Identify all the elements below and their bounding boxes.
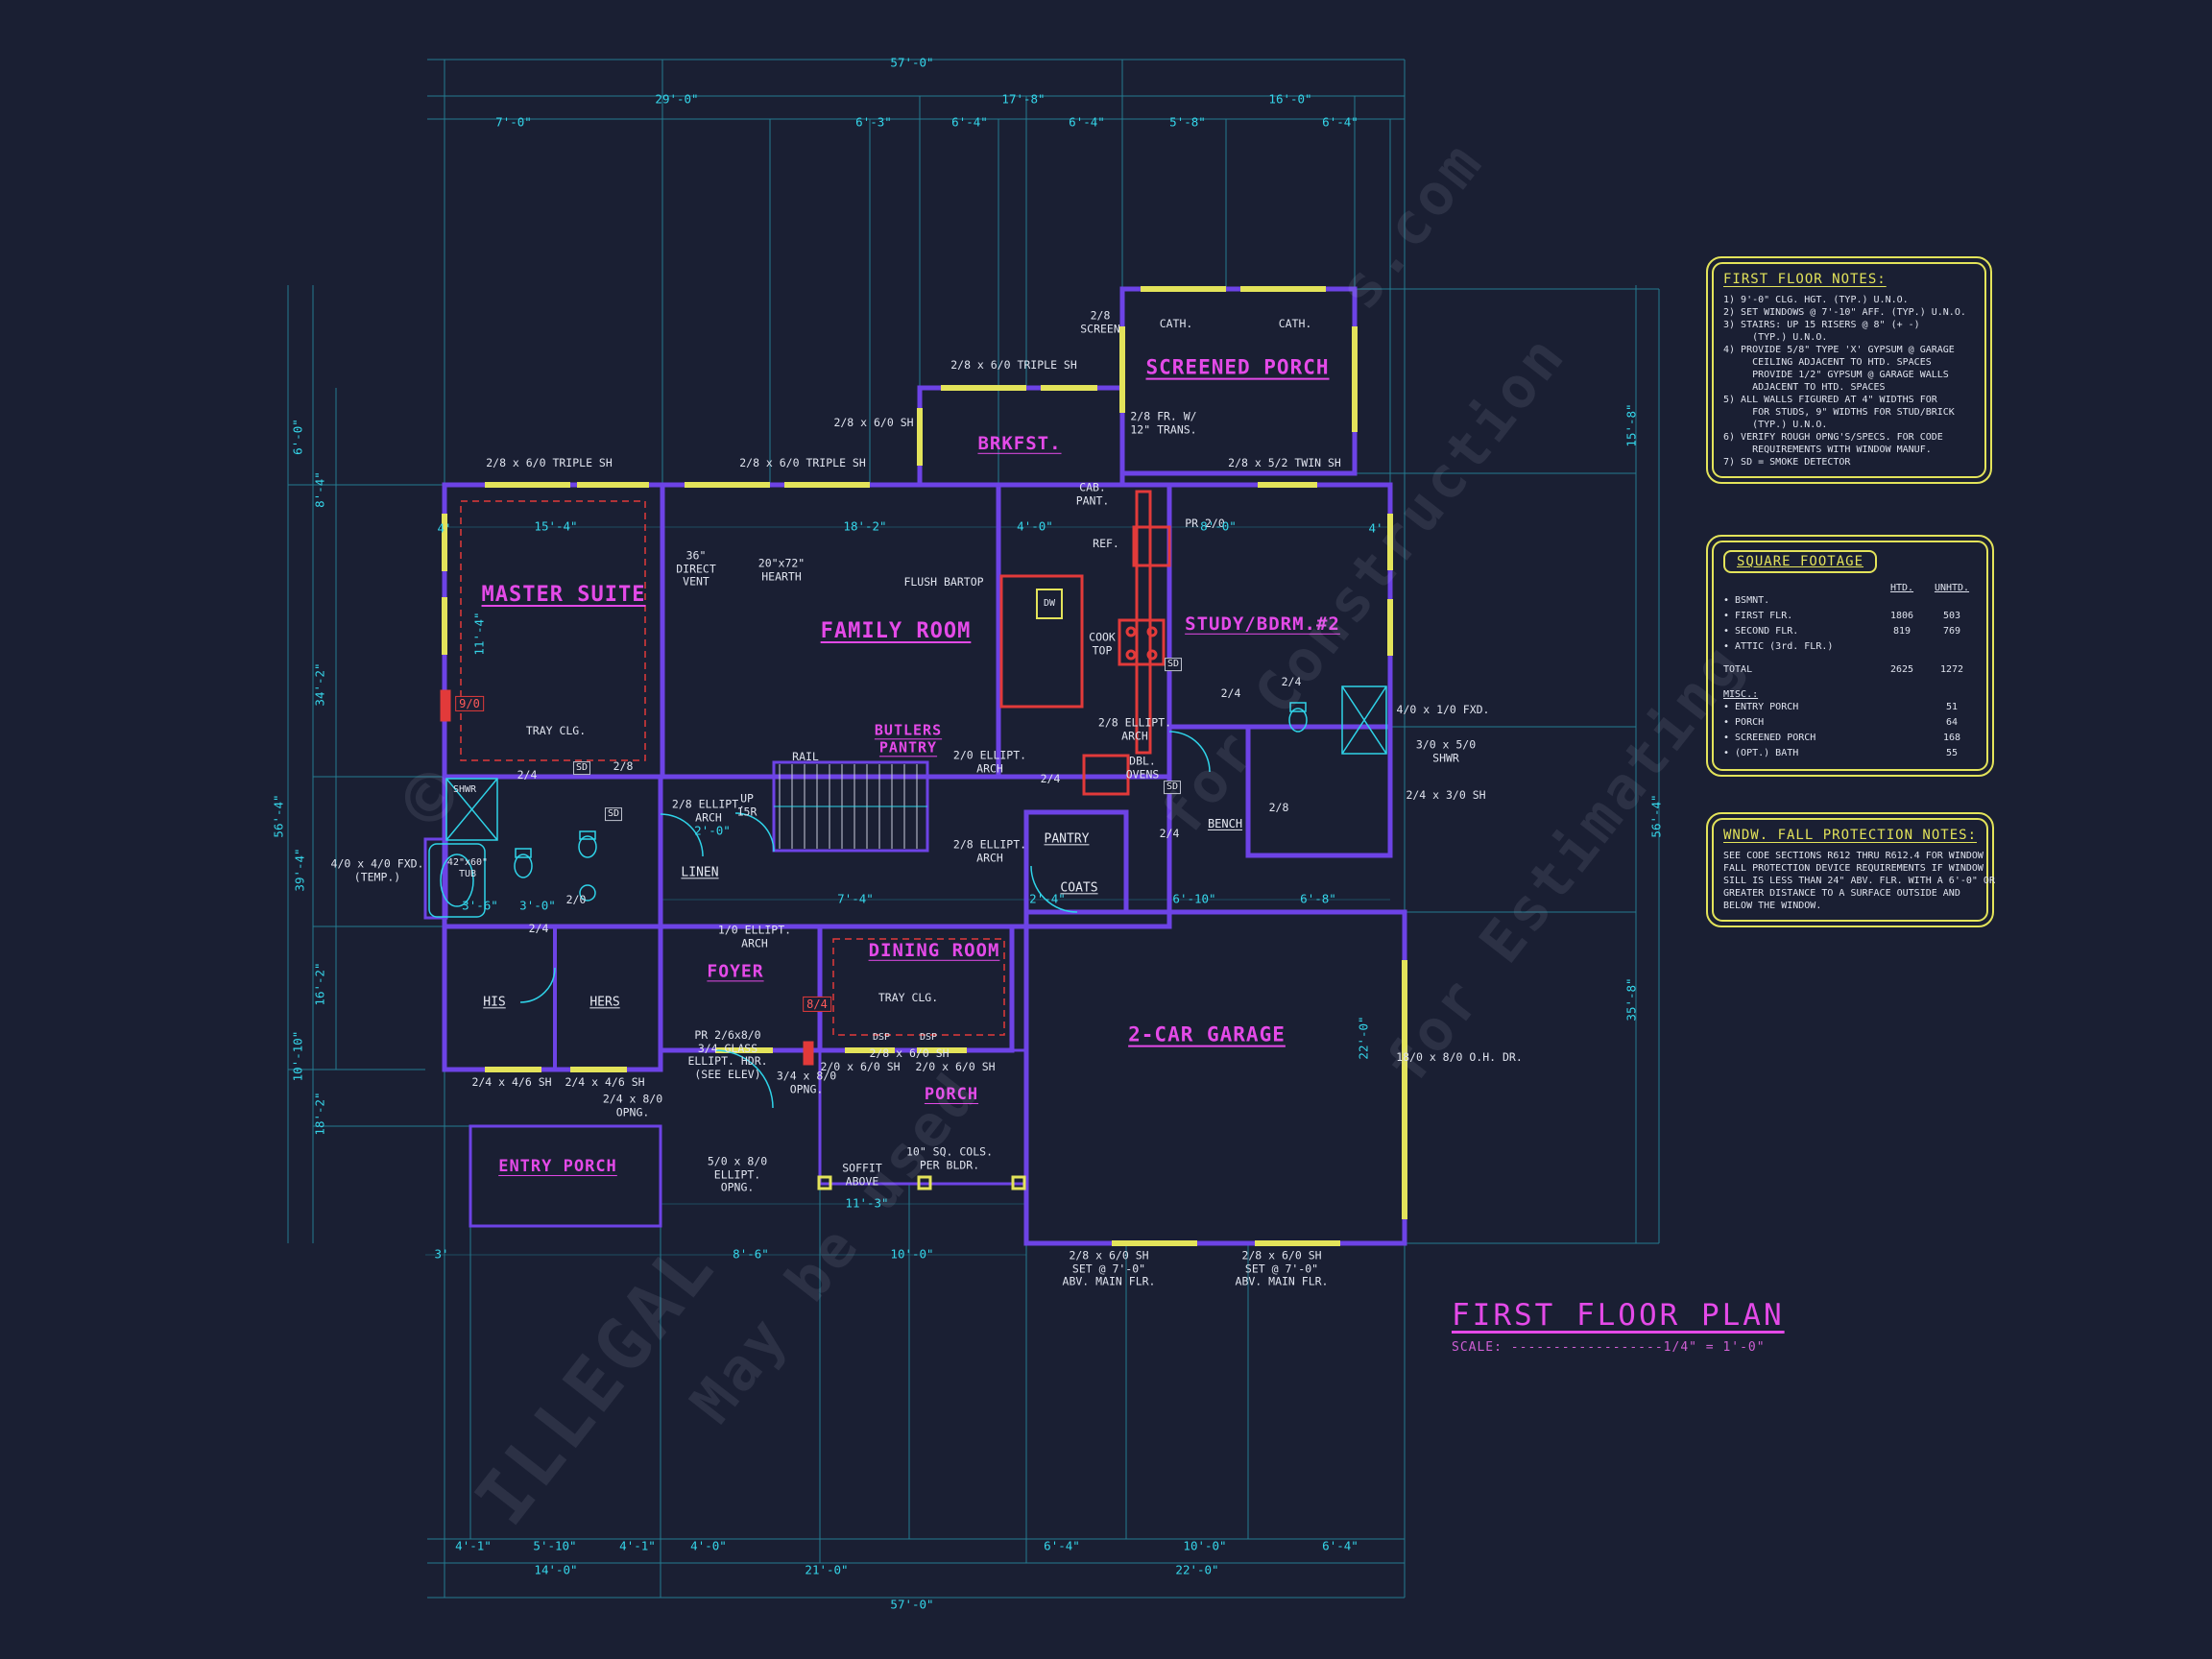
title-block: FIRST FLOOR PLAN SCALE: ----------------…	[1452, 1298, 1785, 1355]
note-line: 7) SD = SMOKE DETECTOR	[1723, 457, 1851, 468]
square-footage-box: SQUARE FOOTAGE HTD. UNHTD. • BSMNT. • FIR…	[1706, 535, 1994, 777]
fall-protection-lines: SEE CODE SECTIONS R612 THRU R612.4 FOR W…	[1723, 850, 1995, 912]
sqft-label: TOTAL	[1723, 664, 1753, 675]
sqft-misc-value: 51	[1945, 702, 1959, 712]
fall-protection-line: GREATER DISTANCE TO A SURFACE OUTSIDE AN…	[1723, 888, 1960, 899]
sqft-row: TOTAL 2625 1272	[1723, 662, 1977, 678]
fall-protection-inner: WNDW. FALL PROTECTION NOTES: SEE CODE SE…	[1712, 818, 1995, 922]
square-footage-inner: SQUARE FOOTAGE HTD. UNHTD. • BSMNT. • FIR…	[1712, 541, 1988, 771]
sqft-label: • ATTIC (3rd. FLR.)	[1723, 641, 1834, 652]
sqft-htd: 2625	[1889, 664, 1914, 675]
sqft-col-htd: HTD.	[1889, 583, 1914, 593]
sqft-htd: 819	[1892, 626, 1911, 637]
sqft-misc-label: • (OPT.) BATH	[1723, 748, 1799, 758]
sqft-htd: 1806	[1889, 611, 1914, 621]
sqft-misc-value: 168	[1942, 733, 1961, 743]
stairs	[774, 764, 927, 849]
sqft-label: • BSMNT.	[1723, 595, 1770, 606]
sqft-misc-value: 64	[1945, 717, 1959, 728]
sqft-unhtd: 1272	[1939, 664, 1964, 675]
sqft-label: • FIRST FLR.	[1723, 611, 1793, 621]
fall-protection-line: BELOW THE WINDOW.	[1723, 901, 1822, 911]
sqft-misc-title: MISC.:	[1723, 689, 1759, 700]
sqft-unhtd: 503	[1942, 611, 1961, 621]
dimension-lines	[287, 59, 1660, 1599]
sqft-misc-label: • PORCH	[1723, 717, 1765, 728]
sqft-row: • BSMNT.	[1723, 593, 1977, 609]
note-line: 5) ALL WALLS FIGURED AT 4" WIDTHS FOR	[1723, 395, 1937, 405]
note-line: 3) STAIRS: UP 15 RISERS @ 8" (+ -)	[1723, 320, 1920, 330]
sqft-misc-row: • ENTRY PORCH 51	[1723, 700, 1977, 715]
note-line: (TYP.) U.N.O.	[1723, 420, 1828, 430]
note-line: REQUIREMENTS WITH WINDOW MANUF.	[1723, 445, 1932, 455]
fall-protection-line: SEE CODE SECTIONS R612 THRU R612.4 FOR W…	[1723, 851, 1984, 861]
note-line: (TYP.) U.N.O.	[1723, 332, 1828, 343]
first-floor-notes-lines: 1) 9'-0" CLG. HGT. (TYP.) U.N.O. 2) SET W…	[1723, 294, 1975, 469]
square-footage-misc-rows: • ENTRY PORCH 51 • PORCH 64 • SCREENED PORCH…	[1723, 700, 1977, 761]
note-line: PROVIDE 1/2" GYPSUM @ GARAGE WALLS	[1723, 370, 1949, 380]
sqft-misc-value: 55	[1945, 748, 1959, 758]
windows	[442, 286, 1407, 1246]
fall-protection-box: WNDW. FALL PROTECTION NOTES: SEE CODE SE…	[1706, 812, 1995, 927]
sqft-row: • ATTIC (3rd. FLR.)	[1723, 639, 1977, 655]
first-floor-notes-title: FIRST FLOOR NOTES:	[1723, 272, 1887, 287]
plan-title: FIRST FLOOR PLAN	[1452, 1298, 1785, 1333]
sqft-htd	[1877, 639, 1927, 655]
sqft-misc-label: • ENTRY PORCH	[1723, 702, 1799, 712]
fall-protection-line: SILL IS LESS THAN 24" ABV. FLR. WITH A 6…	[1723, 876, 1995, 886]
fall-protection-title: WNDW. FALL PROTECTION NOTES:	[1723, 828, 1978, 843]
note-line: FOR STUDS, 9" WIDTHS FOR STUD/BRICK	[1723, 407, 1955, 418]
note-line: 1) 9'-0" CLG. HGT. (TYP.) U.N.O.	[1723, 295, 1909, 305]
sqft-unhtd	[1927, 593, 1977, 609]
square-footage-title: SQUARE FOOTAGE	[1723, 550, 1878, 573]
sqft-misc-row: • SCREENED PORCH 168	[1723, 731, 1977, 746]
note-line: 4) PROVIDE 5/8" TYPE 'X' GYPSUM @ GARAGE	[1723, 345, 1955, 355]
first-floor-notes-box: FIRST FLOOR NOTES: 1) 9'-0" CLG. HGT. (T…	[1706, 256, 1992, 484]
sqft-label: • SECOND FLR.	[1723, 626, 1799, 637]
kitchen-fixtures	[440, 490, 1171, 1066]
sqft-row: • FIRST FLR. 1806 503	[1723, 609, 1977, 624]
sqft-misc-row: • (OPT.) BATH 55	[1723, 746, 1977, 761]
square-footage-header: HTD. UNHTD.	[1723, 583, 1977, 593]
note-line: ADJACENT TO HTD. SPACES	[1723, 382, 1886, 393]
sqft-htd	[1877, 593, 1927, 609]
note-line: 2) SET WINDOWS @ 7'-10" AFF. (TYP.) U.N.…	[1723, 307, 1966, 318]
first-floor-notes-inner: FIRST FLOOR NOTES: 1) 9'-0" CLG. HGT. (T…	[1712, 262, 1986, 478]
plumbing-fixtures	[428, 685, 1387, 1109]
walls	[423, 286, 1407, 1246]
square-footage-rows: • BSMNT. • FIRST FLR. 1806 503 • SECOND FLR.…	[1723, 593, 1977, 678]
sqft-col-unhtd: UNHTD.	[1934, 583, 1970, 593]
sqft-row: • SECOND FLR. 819 769	[1723, 624, 1977, 639]
sqft-unhtd	[1927, 639, 1977, 655]
sqft-misc-label: • SCREENED PORCH	[1723, 733, 1816, 743]
sqft-misc-row: • PORCH 64	[1723, 715, 1977, 731]
sqft-unhtd: 769	[1942, 626, 1961, 637]
note-line: 6) VERIFY ROUGH OPNG'S/SPECS. FOR CODE	[1723, 432, 1943, 443]
plan-scale: SCALE: ------------------1/4" = 1'-0"	[1452, 1340, 1766, 1355]
fall-protection-line: FALL PROTECTION DEVICE REQUIREMENTS IF W…	[1723, 863, 1984, 874]
note-line: CEILING ADJACENT TO HTD. SPACES	[1723, 357, 1932, 368]
